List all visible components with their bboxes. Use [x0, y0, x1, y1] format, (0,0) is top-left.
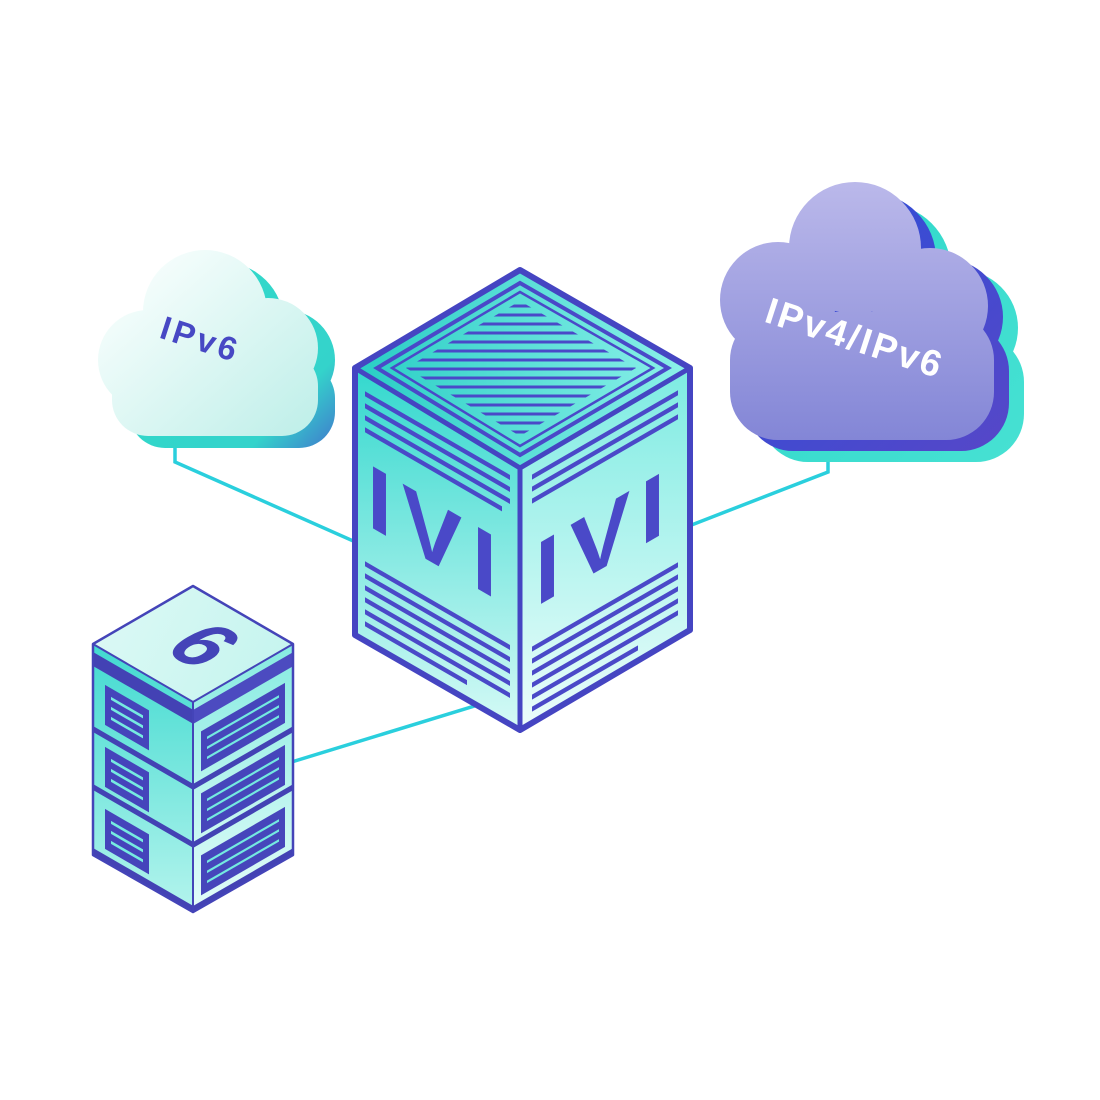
ipv4-ipv6-cloud-icon: IPv4/IPv6: [720, 182, 1024, 462]
translator-top-face-details: [373, 280, 672, 458]
ipv4-ipv6-cloud-body: [720, 182, 994, 440]
server-drawer-panels: [201, 682, 285, 896]
translator-outline: [352, 267, 693, 733]
server-left-face-details: [93, 652, 193, 912]
ivi-translator-box: IVI IVI: [352, 267, 693, 733]
server-outline: [91, 584, 295, 914]
server-right-face-details: [193, 652, 293, 912]
translator-left-face-lines: [365, 391, 510, 698]
translator-inner-edges: [353, 365, 692, 730]
server-inner-edges: [92, 643, 294, 912]
ipv6-cloud-body: [98, 250, 318, 436]
translator-right-face-lines: [532, 390, 678, 712]
ipv6-cloud-icon: IPv6: [98, 250, 335, 448]
ipv6-server-icon: 6: [91, 584, 295, 914]
server-left-vent-panels: [105, 684, 149, 875]
